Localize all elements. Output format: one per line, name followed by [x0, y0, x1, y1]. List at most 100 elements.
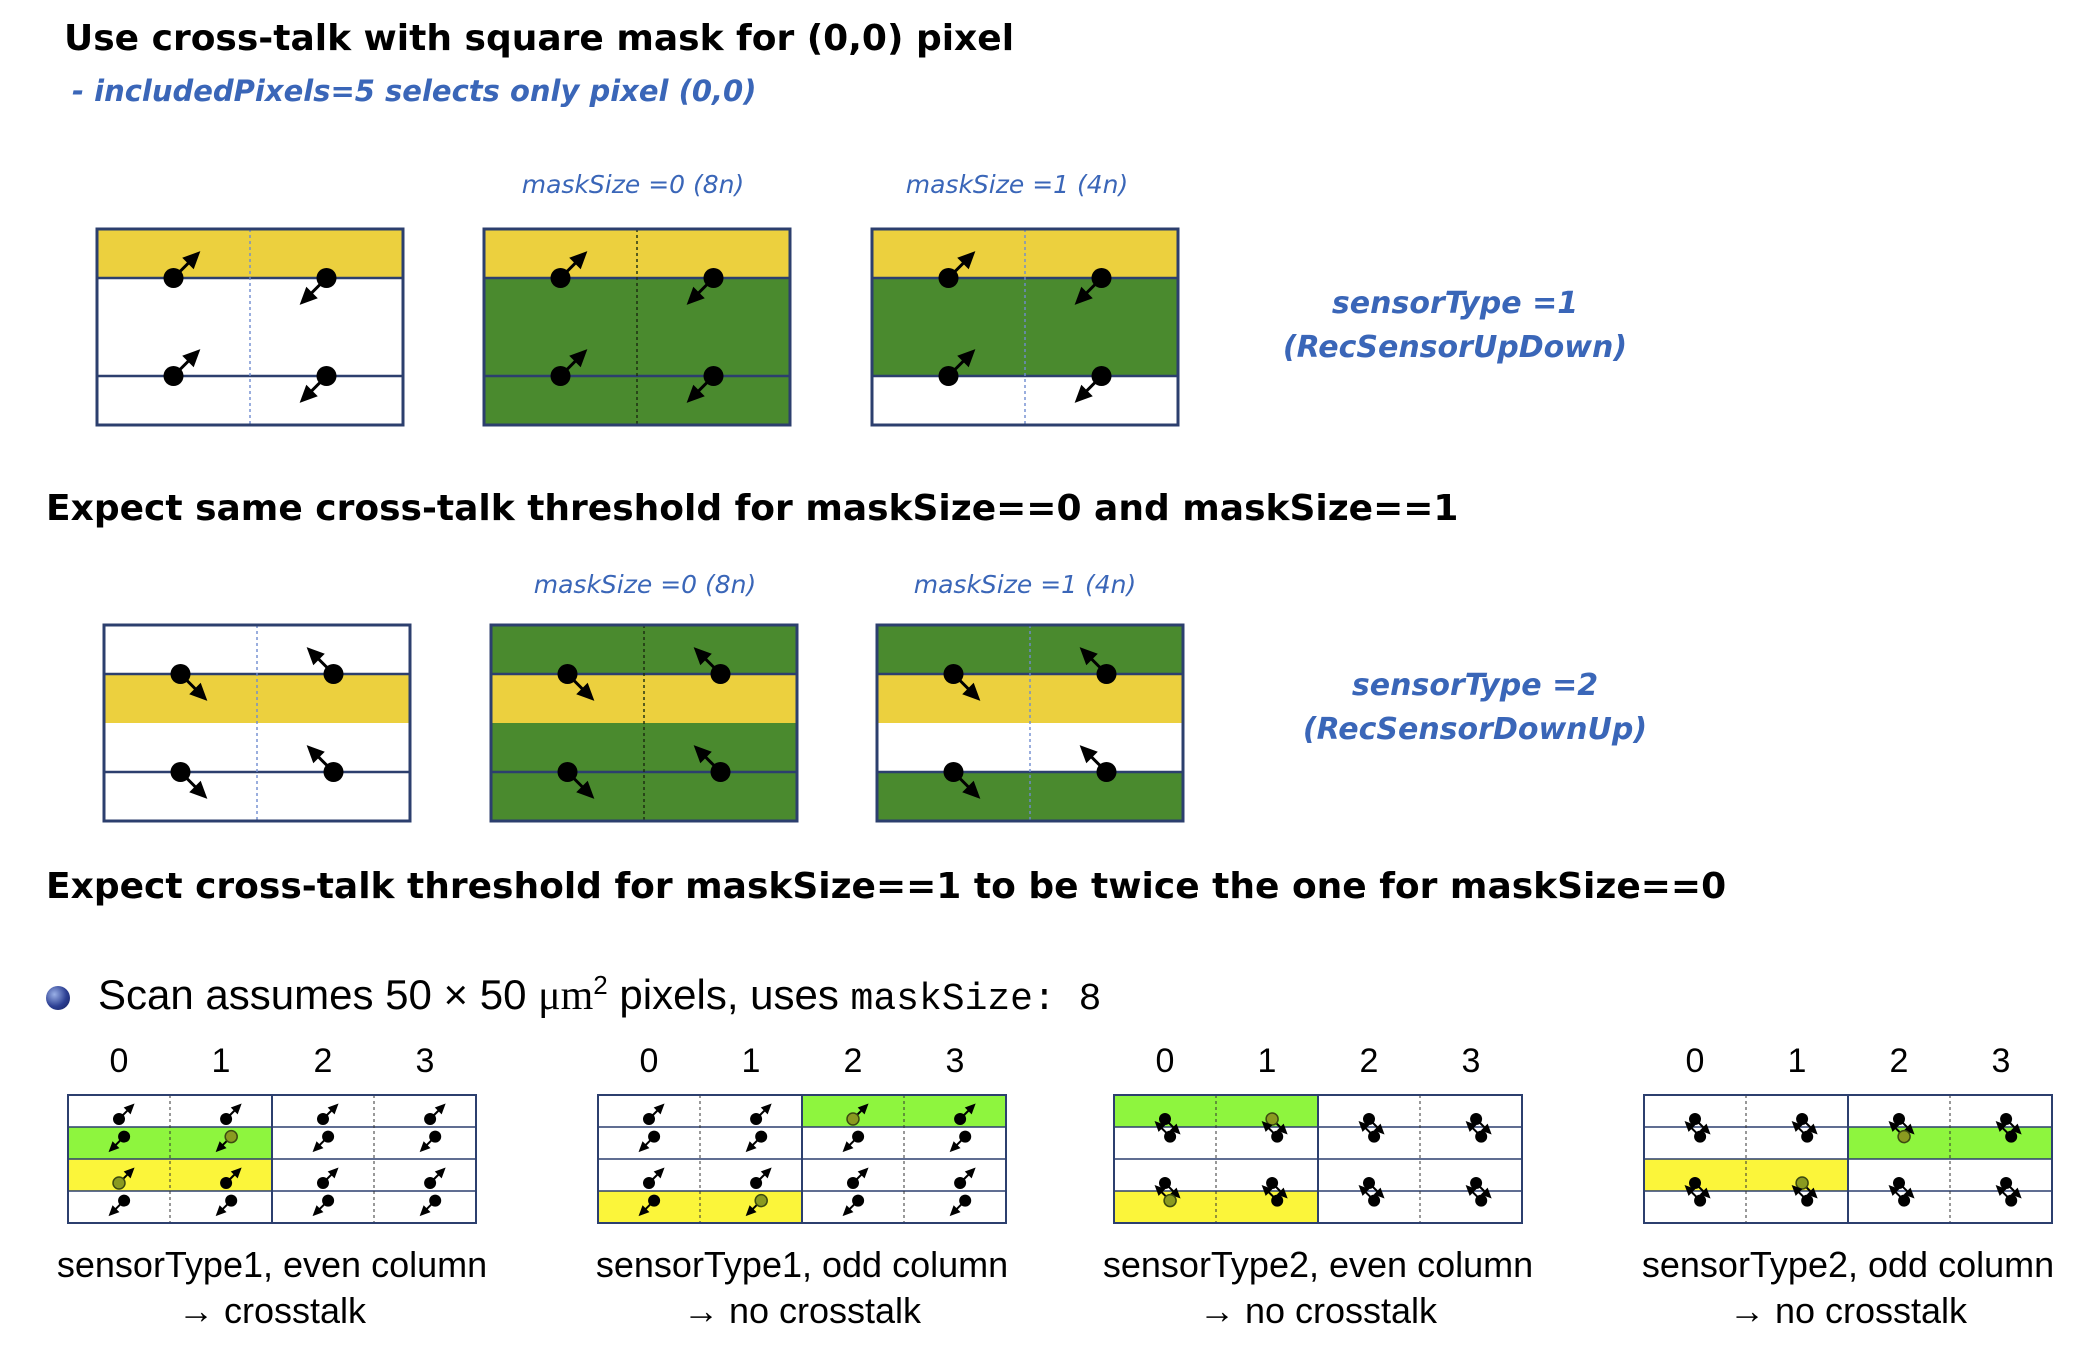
scan-0-pixel-1-2 — [312, 1130, 335, 1153]
scan-2-border — [1113, 1094, 1523, 1224]
scan-2-pixel-2-2 — [1363, 1177, 1385, 1199]
row1-1-pixel-2 — [550, 349, 588, 386]
scan-diagram-3 — [1643, 1094, 2053, 1224]
scan-2-pixel-3-3 — [1465, 1185, 1488, 1207]
scan-1-pixel-0-3 — [954, 1103, 976, 1125]
scan-0-pixel-2-1 — [220, 1167, 242, 1189]
scan-3-col-number-3: 3 — [1991, 1042, 2011, 1080]
row2-2-pixel-0 — [943, 664, 981, 701]
scan-0-caption-line1: sensorType1, even column — [56, 1244, 488, 1285]
row1-0-pixel-2 — [163, 349, 201, 386]
row2-0-pixel-0 — [170, 664, 208, 701]
scan-2-pixel-2-3 — [1470, 1177, 1492, 1199]
scan-1-pixel-3-2 — [842, 1194, 865, 1217]
scan-1-pixel-2-1 — [750, 1167, 772, 1189]
row1-1-border — [482, 227, 792, 427]
scan-3-pixel-0-0 — [1689, 1113, 1711, 1135]
row2-1-pixel-1 — [693, 647, 731, 684]
scan-0-pixel-0-0 — [113, 1103, 135, 1125]
row1-1-pixel-3 — [686, 366, 724, 403]
scan-3-pixel-3-3 — [1995, 1185, 2018, 1207]
bullet-text-mid: pixels, uses — [607, 971, 851, 1018]
scan-1-pixel-2-2 — [847, 1167, 869, 1189]
scan-2-caption-line2: → no crosstalk — [1198, 1290, 1438, 1331]
scan-diagram-1 — [597, 1094, 1007, 1224]
scan-2-fill-0 — [1114, 1095, 1318, 1127]
sensor2-label-line1: sensorType =2 — [1351, 668, 1599, 703]
diagram-row2-c — [875, 623, 1185, 823]
row1-0-border — [95, 227, 405, 427]
scan-0-pixel-0-3 — [424, 1103, 446, 1125]
scan-3-caption-line1: sensorType2, odd column — [1641, 1244, 2055, 1285]
scan-diagram-0 — [67, 1094, 477, 1224]
scan-1-pixel-3-3 — [949, 1194, 972, 1217]
scan-2-pixel-1-2 — [1358, 1121, 1381, 1143]
scan-0-col-number-1: 1 — [211, 1042, 231, 1080]
scan-2-pixel-3-0 — [1154, 1185, 1177, 1208]
heading-2: Expect same cross-talk threshold for mas… — [46, 488, 1459, 529]
row2-0-pixel-3 — [306, 745, 344, 782]
scan-0-border — [67, 1094, 477, 1224]
scan-1-col-number-3: 3 — [945, 1042, 965, 1080]
scan-3-pixel-2-3 — [2000, 1177, 2022, 1199]
scan-3-col-number-1: 1 — [1787, 1042, 1807, 1080]
scan-3-pixel-1-3 — [1995, 1121, 2018, 1143]
scan-1-pixel-2-0 — [643, 1167, 665, 1189]
scan-1-border — [597, 1094, 1007, 1224]
scan-1-pixel-2-3 — [954, 1167, 976, 1189]
scan-3-pixel-0-3 — [2000, 1113, 2022, 1135]
scan-0-pixel-3-2 — [312, 1194, 335, 1217]
scan-0-pixel-3-1 — [215, 1194, 238, 1217]
scan-2-pixel-1-3 — [1465, 1121, 1488, 1143]
scan-3-border — [1643, 1094, 2053, 1224]
row2-2-pixel-1 — [1079, 647, 1117, 684]
scan-0-pixel-1-0 — [108, 1130, 131, 1153]
scan-1-pixel-3-1 — [745, 1193, 768, 1217]
row2-1-pixel-3 — [693, 745, 731, 782]
row2-2-border — [875, 623, 1185, 823]
row2-0-pixel-2 — [170, 762, 208, 799]
mask-label-8n-2: maskSize =0 (8n) — [533, 570, 757, 599]
scan-2-pixel-3-2 — [1358, 1185, 1381, 1207]
diagram-row2-b — [489, 623, 799, 823]
mask-label-4n-2: maskSize =1 (4n) — [913, 570, 1137, 599]
subheading-1: - includedPixels=5 selects only pixel (0… — [72, 74, 757, 108]
sensor1-label-line1: sensorType =1 — [1331, 286, 1579, 321]
row1-0-pixel-1 — [299, 268, 337, 305]
row2-1-pixel-0 — [557, 664, 595, 701]
scan-1-pixel-1-0 — [638, 1130, 661, 1153]
sensor2-label-line2: (RecSensorDownUp) — [1302, 712, 1648, 747]
scan-0-pixel-1-3 — [419, 1130, 442, 1153]
scan-1-fill-1 — [598, 1191, 802, 1223]
scan-3-pixel-1-0 — [1684, 1121, 1707, 1143]
scan-3-pixel-3-1 — [1791, 1185, 1814, 1207]
scan-2-col-number-3: 3 — [1461, 1042, 1481, 1080]
scan-2-fill-1 — [1114, 1191, 1318, 1223]
scan-1-pixel-1-1 — [745, 1130, 768, 1153]
scan-1-pixel-0-0 — [643, 1103, 665, 1125]
scan-3-pixel-2-2 — [1893, 1177, 1915, 1199]
scan-2-pixel-2-0 — [1159, 1177, 1181, 1199]
bullet-sup: 2 — [593, 970, 608, 1000]
scan-0-pixel-2-3 — [424, 1167, 446, 1189]
scan-3-caption-line2: → no crosstalk — [1728, 1290, 1968, 1331]
scan-1-col-number-0: 0 — [639, 1042, 659, 1080]
diagram-row1-a — [95, 227, 405, 427]
scan-0-pixel-1-1 — [215, 1129, 238, 1153]
scan-0-caption-line2: → crosstalk — [177, 1290, 367, 1331]
scan-0-col-number-2: 2 — [313, 1042, 333, 1080]
bullet-dot — [46, 986, 70, 1010]
scan-diagram-2 — [1113, 1094, 1523, 1224]
scan-2-pixel-2-1 — [1266, 1177, 1288, 1199]
scan-3-pixel-3-2 — [1888, 1185, 1911, 1207]
scan-1-pixel-1-2 — [842, 1130, 865, 1153]
scan-3-pixel-2-0 — [1689, 1177, 1711, 1199]
scan-2-pixel-0-3 — [1470, 1113, 1492, 1135]
row2-0-pixel-1 — [306, 647, 344, 684]
diagram-row1-c — [870, 227, 1180, 427]
scan-2-pixel-1-0 — [1154, 1121, 1177, 1143]
scan-2-pixel-3-1 — [1261, 1185, 1284, 1207]
scan-1-col-number-2: 2 — [843, 1042, 863, 1080]
row1-2-border — [870, 227, 1180, 427]
